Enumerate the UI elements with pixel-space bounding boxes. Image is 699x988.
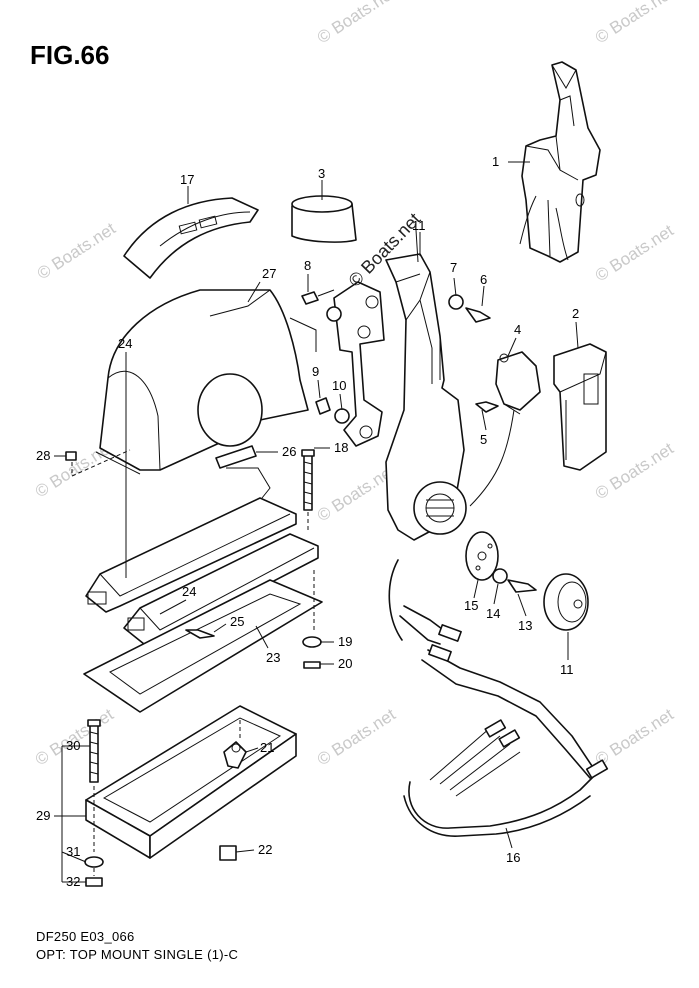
part-label-13: 13 (518, 618, 532, 633)
part-1-remote-control (519, 61, 601, 263)
part-label-25: 25 (230, 614, 244, 629)
part-label-30: 30 (66, 738, 80, 753)
watermark: © Boats.net (592, 221, 677, 286)
assembly-lines (71, 449, 315, 876)
watermark: © Boats.net (314, 705, 399, 770)
part-label-2: 2 (572, 306, 579, 321)
footer-caption: OPT: TOP MOUNT SINGLE (1)-C (36, 947, 239, 962)
part-label-18: 18 (334, 440, 348, 455)
watermark: © Boats.net (592, 0, 677, 47)
leader-lines (54, 161, 579, 883)
watermark: © Boats.net (592, 705, 677, 770)
part-29-base (85, 705, 297, 861)
part-label-14: 14 (486, 606, 500, 621)
part-label-9: 9 (312, 364, 319, 379)
part-label-19: 19 (338, 634, 352, 649)
part-label-5: 5 (480, 432, 487, 447)
part-label-4: 4 (514, 322, 521, 337)
part-label-6: 6 (480, 272, 487, 287)
part-label-11: 11 (412, 218, 426, 233)
part-label-20: 20 (338, 656, 352, 671)
part-label-29: 29 (36, 808, 50, 823)
part-label-3: 3 (318, 166, 325, 181)
parts-13-15-fittings (465, 531, 589, 631)
callout-labels: 1 2 3 4 5 6 7 8 9 10 11 11 13 14 15 16 1… (36, 154, 579, 889)
part-label-23: 23 (266, 650, 280, 665)
part-label-7: 7 (450, 260, 457, 275)
part-label-21: 21 (260, 740, 274, 755)
part-16-wire-harness (388, 559, 609, 837)
watermark: © Boats.net (34, 219, 119, 284)
figure-title: FIG.66 (30, 40, 110, 70)
part-23-gasket (83, 579, 323, 713)
part-label-28: 28 (36, 448, 50, 463)
part-label-10: 10 (332, 378, 346, 393)
part-label-24: 24 (118, 336, 132, 351)
small-hardware (301, 289, 491, 424)
part-label-11b: 11 (560, 662, 574, 677)
part-label-26: 26 (282, 444, 296, 459)
part-label-1: 1 (492, 154, 499, 169)
part-2-cover (553, 343, 607, 471)
part-label-15: 15 (464, 598, 478, 613)
part-label-31: 31 (66, 844, 80, 859)
watermark: © Boats.net (314, 0, 399, 47)
part-label-17: 17 (180, 172, 194, 187)
part-label-16: 16 (506, 850, 520, 865)
part-label-24b: 24 (182, 584, 196, 599)
part-24-bracket (85, 317, 319, 645)
part-27-main-cover (95, 289, 309, 475)
screws-and-nuts (65, 449, 322, 887)
part-4-switch (469, 351, 541, 507)
part-11-control-lever (385, 229, 467, 541)
part-label-22: 22 (258, 842, 272, 857)
part-label-32: 32 (66, 874, 80, 889)
footer-code: DF250 E03_066 (36, 929, 135, 944)
part-label-8: 8 (304, 258, 311, 273)
part-17-top-cover (123, 197, 259, 279)
part-label-27: 27 (262, 266, 276, 281)
